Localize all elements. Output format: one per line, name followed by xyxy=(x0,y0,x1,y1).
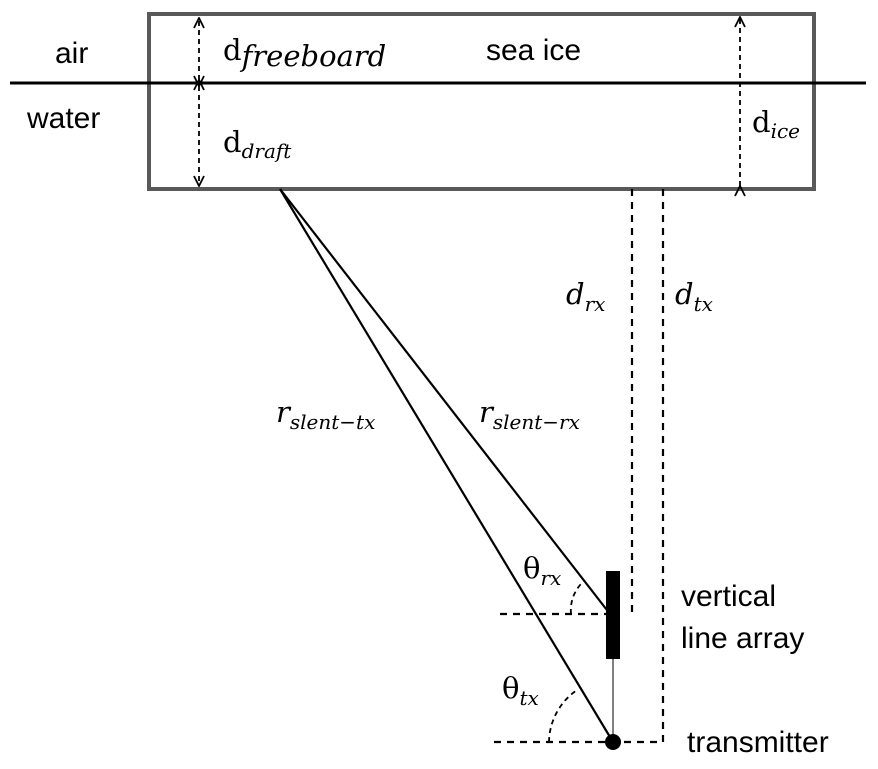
slant-path-tx xyxy=(279,188,614,743)
d-freeboard-label: dfreeboard xyxy=(223,33,386,73)
sea-ice-block xyxy=(147,12,816,191)
vla-label-line2: line array xyxy=(681,622,804,655)
air-label: air xyxy=(55,37,88,70)
sea-ice-label: sea ice xyxy=(486,34,581,67)
theta-tx-label: θtx xyxy=(502,671,539,710)
r-slent-rx-label: rslent−rx xyxy=(479,395,580,434)
vla-label-line1: vertical xyxy=(681,580,776,613)
theta-rx-arc xyxy=(569,580,585,615)
d-draft-label: ddraft xyxy=(223,125,292,163)
r-slent-tx-label: rslent−tx xyxy=(276,395,375,434)
vertical-line-array xyxy=(606,571,620,659)
theta-tx-arc xyxy=(548,689,578,743)
theta-rx-label: θrx xyxy=(523,551,561,590)
slant-path-rx xyxy=(279,188,611,615)
water-label: water xyxy=(26,102,100,135)
d-rx-label: drx xyxy=(566,277,605,316)
transmitter-label: transmitter xyxy=(687,726,829,759)
d-ice-label: dice xyxy=(752,105,800,143)
d-tx-label: dtx xyxy=(675,277,713,316)
transmitter-marker xyxy=(605,734,621,750)
